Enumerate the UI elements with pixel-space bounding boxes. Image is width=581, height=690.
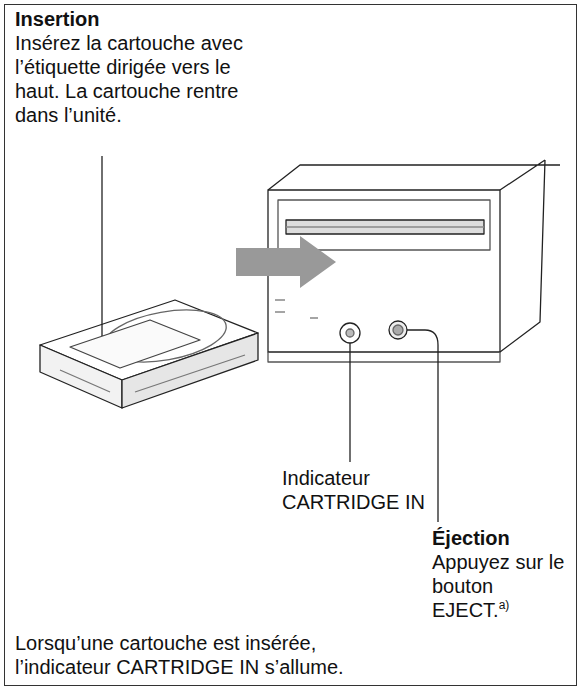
leader-line	[349, 343, 350, 462]
indicator-label: Indicateur CARTRIDGE IN	[282, 467, 425, 513]
instruction-text: Insérez la cartouche avec l’étiquette di…	[15, 31, 243, 127]
section-heading: Insertion	[15, 7, 275, 31]
instruction-text: Appuyez sur le bouton EJECT.a)	[432, 550, 572, 622]
section-heading: Éjection	[432, 526, 572, 550]
footnote-marker: a)	[499, 598, 510, 612]
insert-arrow	[236, 236, 336, 288]
indicator-label: Indicateur CARTRIDGE IN	[282, 466, 452, 514]
instruction-text: Appuyez sur le bouton EJECT.	[432, 551, 564, 621]
section-heading: Éjection	[432, 527, 510, 549]
eject-button	[389, 321, 407, 339]
leader-line	[101, 156, 102, 336]
cartridge-in-indicator	[340, 323, 360, 343]
note-text: Lorsqu’une cartouche est insérée, l’indi…	[15, 631, 405, 679]
cartridge-slot	[286, 220, 484, 234]
cartridge	[40, 300, 258, 408]
